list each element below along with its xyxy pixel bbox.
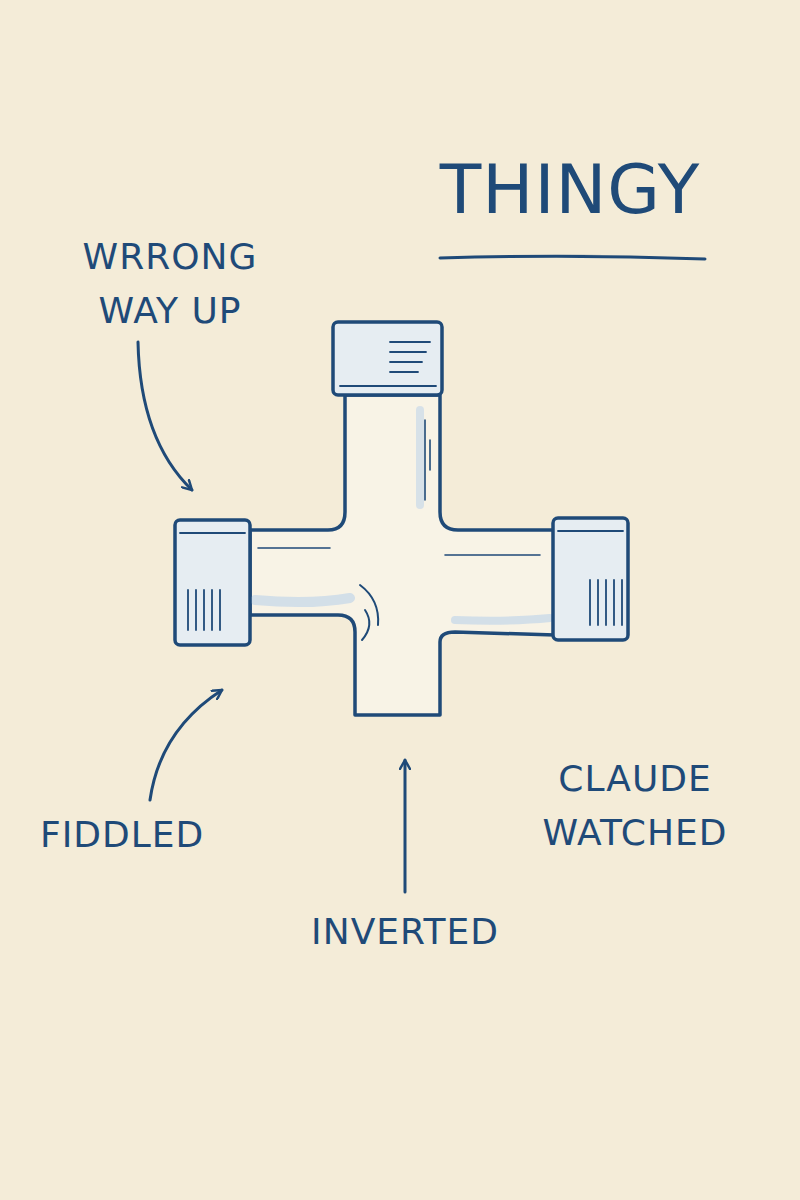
cross-fitting bbox=[175, 322, 628, 715]
callout-label: FIDDLED bbox=[40, 808, 290, 862]
callout-label: INVERTED bbox=[245, 905, 565, 959]
title-underline bbox=[440, 256, 705, 259]
title: THINGY bbox=[380, 150, 760, 230]
leader-arrow bbox=[404, 760, 407, 892]
callout-label: WRRONG WAY UP bbox=[40, 230, 300, 338]
leader-arrow bbox=[150, 690, 222, 800]
leader-arrow bbox=[138, 342, 192, 490]
callout-label: CLAUDE WATCHED bbox=[490, 752, 780, 860]
